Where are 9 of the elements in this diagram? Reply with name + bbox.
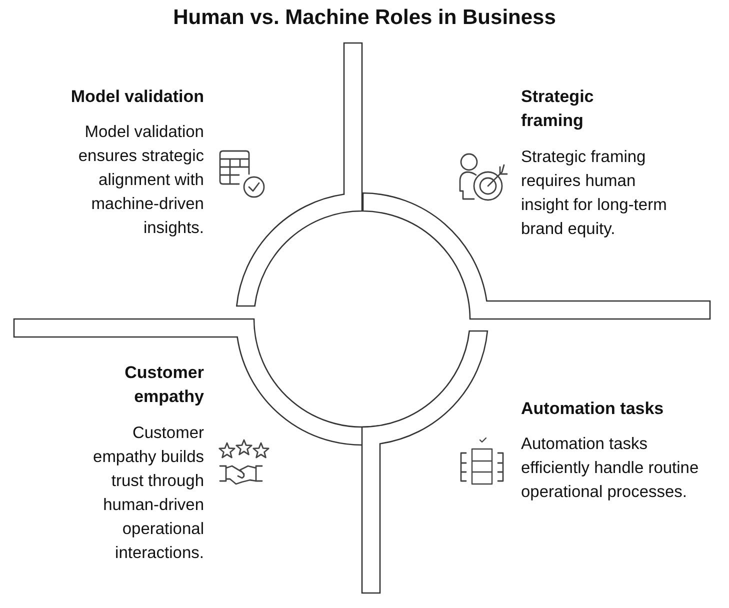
section-description: Strategic framing requires human insight for long-term brand equity. bbox=[521, 147, 668, 240]
section-heading: Model validation bbox=[70, 86, 204, 108]
section-description: Model validation ensures strategic alignment with machine-driven insights. bbox=[77, 122, 204, 239]
section-heading: Automation tasks bbox=[521, 398, 665, 420]
section-description: Automation tasks efficiently handle routine operational processes. bbox=[521, 434, 700, 503]
section-heading: Customer empathy bbox=[124, 362, 204, 408]
section-heading: Strategic framing bbox=[521, 86, 595, 132]
section-description: Customer empathy builds trust through human-driven operational interactions. bbox=[92, 423, 204, 564]
diagram-title: Human vs. Machine Roles in Business bbox=[172, 6, 557, 30]
